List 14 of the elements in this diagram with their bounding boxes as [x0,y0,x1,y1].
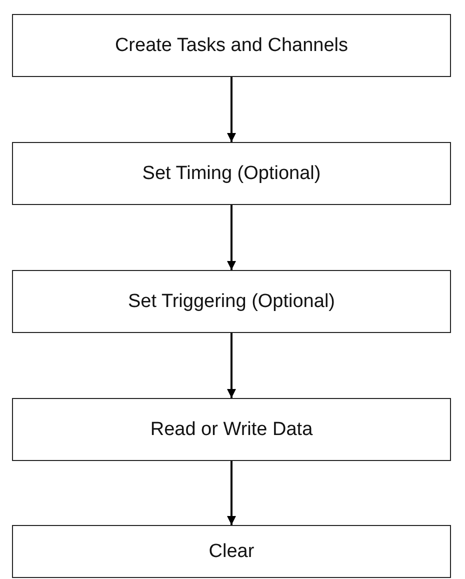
process-box [12,270,451,333]
arrow [227,461,236,525]
step-label: Create Tasks and Channels [114,34,348,56]
process-box [12,142,451,205]
step-label: Set Timing (Optional) [142,162,321,184]
process-box [12,14,451,77]
step-label: Set Triggering (Optional) [128,290,335,312]
step-label: Read or Write Data [150,418,313,440]
arrow [227,205,236,270]
process-box [12,525,451,578]
arrow [227,77,236,142]
arrow [227,333,236,398]
step-label: Clear [208,540,254,562]
process-box [12,398,451,461]
